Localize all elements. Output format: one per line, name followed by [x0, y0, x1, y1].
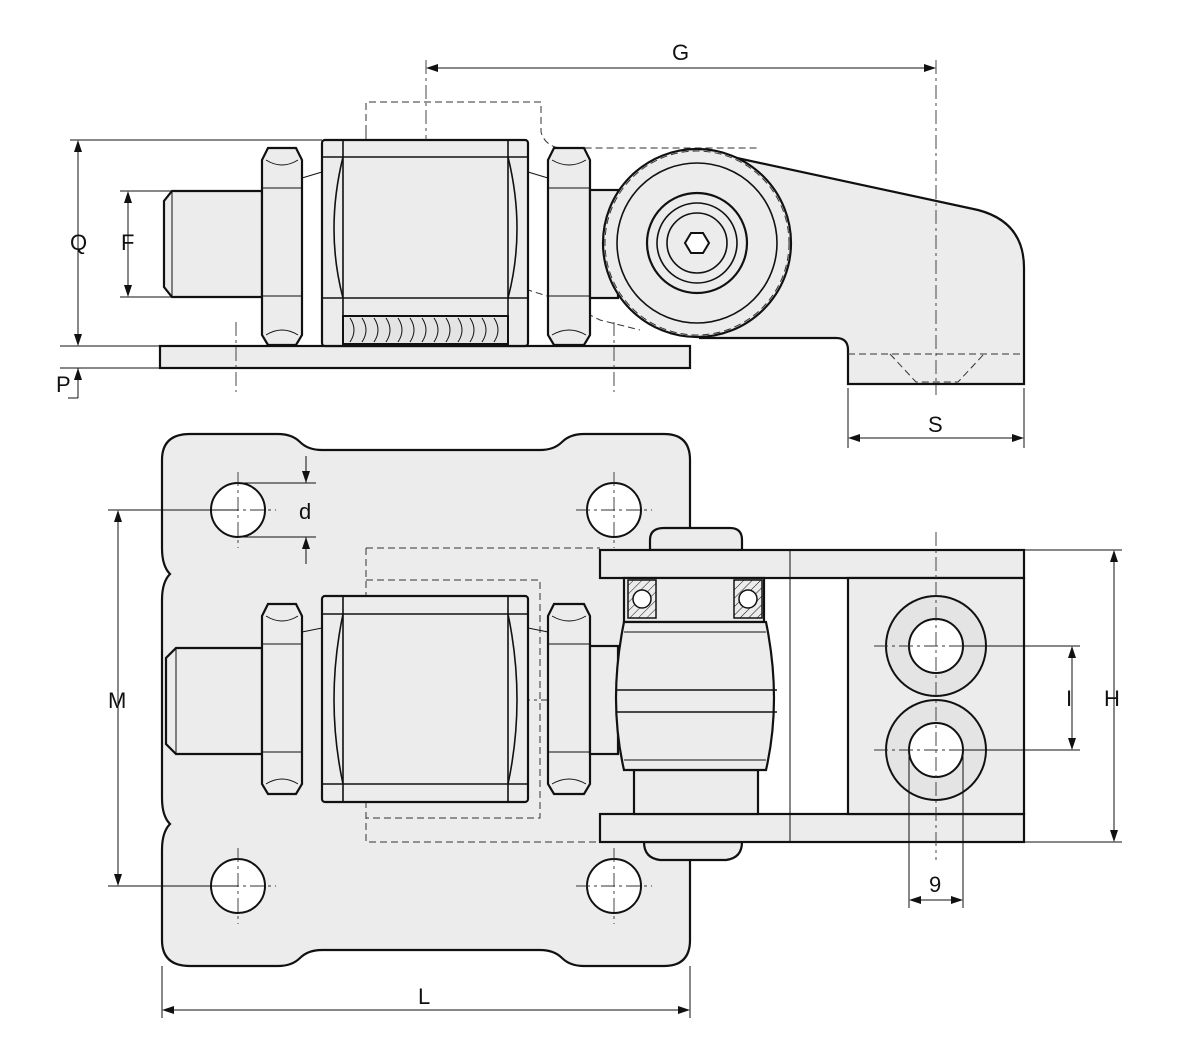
hex-nut-right-top: [546, 602, 592, 796]
ball-bearing-left: [627, 579, 657, 619]
hex-nut-right-side: [546, 146, 592, 347]
weld-seam: [342, 315, 509, 345]
hex-nut-left-side: [260, 146, 304, 347]
pin-cap-top: [648, 526, 744, 552]
dim-label-d: d: [299, 499, 311, 524]
dim-label-L: L: [418, 984, 430, 1009]
dim-label-H: H: [1104, 686, 1120, 711]
eye-bolt-side: [601, 147, 793, 339]
dim-label-P: P: [56, 372, 71, 397]
top-view: d M H I 9 L: [108, 432, 1122, 1018]
threaded-stud-top: [164, 646, 264, 756]
dim-label-G: G: [672, 40, 689, 65]
joint-body-side: [301, 138, 549, 348]
hex-socket-icon: [683, 232, 711, 254]
dim-label-M: M: [108, 688, 126, 713]
side-view: G Q F P S: [56, 40, 1026, 448]
pin-cap-bottom: [642, 840, 744, 862]
dim-label-Q: Q: [70, 230, 87, 255]
base-plate-side: [158, 344, 692, 370]
dim-label-9: 9: [929, 872, 941, 897]
dim-label-F: F: [121, 230, 134, 255]
joint-body-top: [301, 594, 549, 804]
hex-nut-left-top: [260, 602, 304, 796]
threaded-stud-side: [162, 189, 264, 299]
dim-label-I: I: [1066, 686, 1072, 711]
dim-label-S: S: [928, 412, 943, 437]
ball-bearing-right: [733, 579, 763, 619]
